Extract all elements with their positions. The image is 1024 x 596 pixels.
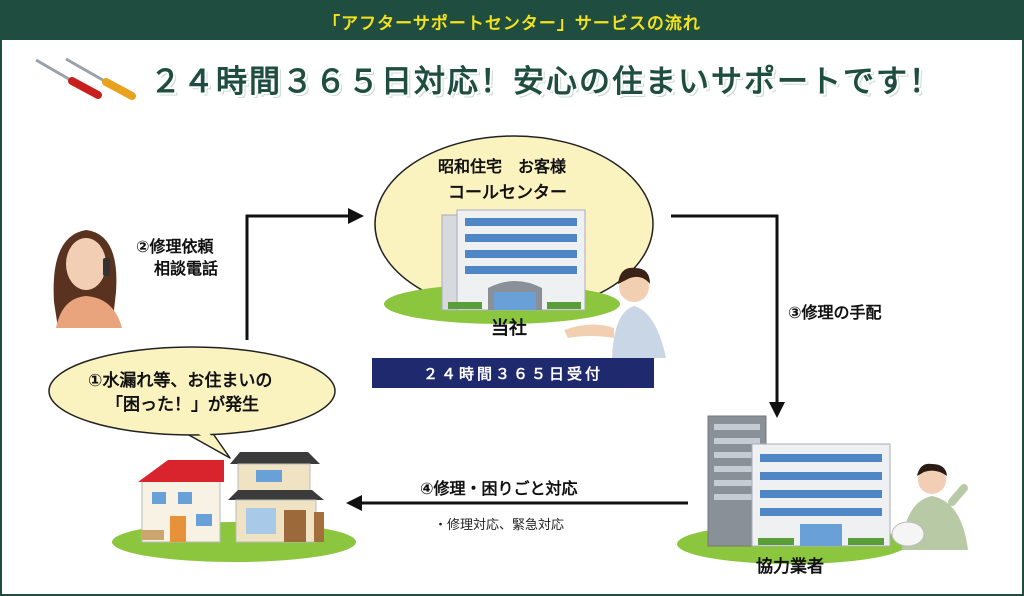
- house-icon: [228, 452, 324, 543]
- problem-bubble: [48, 346, 336, 459]
- house-icon: [138, 460, 224, 543]
- main-headline: ２４時間３６５日対応！安心の住まいサポートです！: [150, 64, 942, 100]
- step2-sublabel: 相談電話: [154, 259, 219, 278]
- arrow-step3: [671, 214, 785, 418]
- call-center-name: 昭和住宅 お客様: [438, 157, 567, 176]
- receipt-banner: ２４時間３６５日受付: [372, 358, 654, 388]
- partner-building-icon: [751, 443, 891, 547]
- step1-sublabel: 「困った！」が発生: [106, 395, 259, 415]
- top-banner: 「アフターサポートセンター」サービスの流れ: [2, 2, 1022, 40]
- operator-person-icon: [564, 267, 666, 358]
- banner-title: 「アフターサポートセンター」サービスの流れ: [323, 13, 701, 34]
- call-center-label: コールセンター: [448, 183, 567, 203]
- company-label: 当社: [491, 318, 527, 339]
- office-building-icon: [441, 209, 586, 311]
- step3-label: ③修理の手配: [788, 303, 882, 322]
- screwdriver-icon: [35, 57, 136, 100]
- receipt-text: ２４時間３６５日受付: [422, 364, 603, 383]
- step2-label: ②修理依頼: [136, 237, 214, 256]
- phone-caller-icon: [53, 230, 122, 328]
- arrow-step4: [346, 495, 688, 511]
- arrow-step2: [245, 208, 364, 340]
- step4-label: ④修理・困りごと対応: [420, 479, 578, 498]
- step4-note: ・修理対応、緊急対応: [434, 518, 565, 533]
- step1-label: ①水漏れ等、お住まいの: [88, 371, 273, 391]
- partner-label: 協力業者: [756, 557, 824, 577]
- worker-person-icon: [891, 463, 968, 550]
